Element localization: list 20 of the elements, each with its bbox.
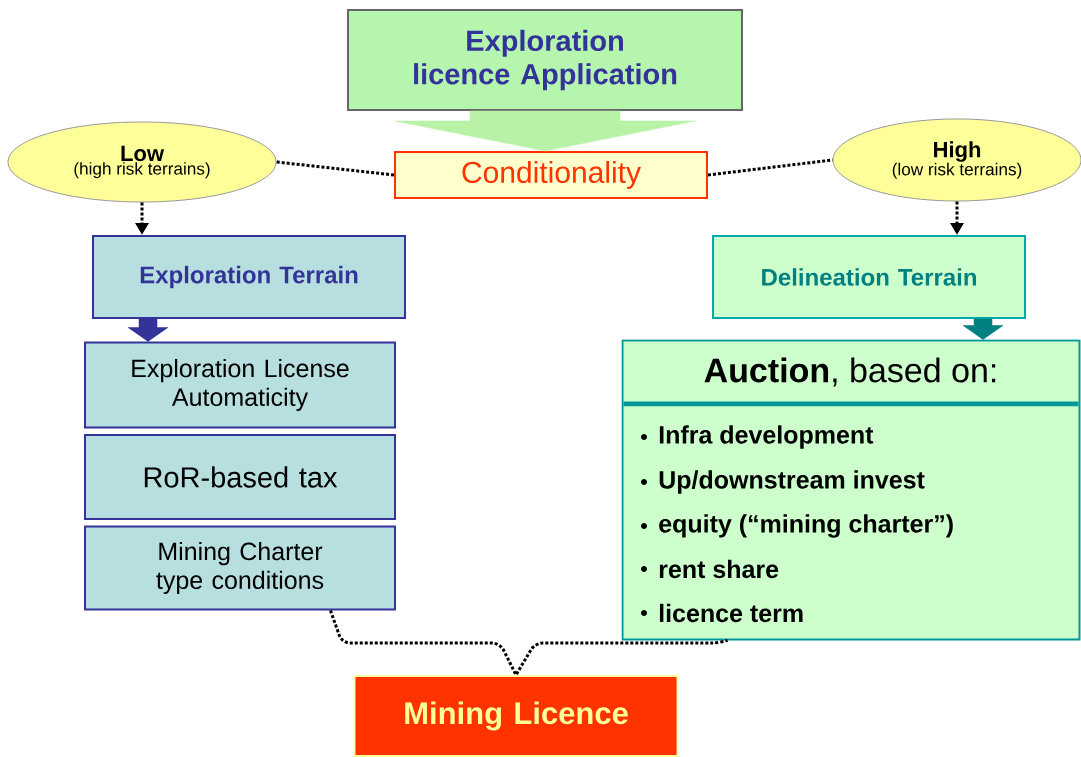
policy-box: RoR-based tax bbox=[84, 434, 396, 520]
dotted-line bbox=[329, 610, 518, 676]
bullet-item: Infra development bbox=[641, 425, 874, 449]
policy-box: Mining Charter type conditions bbox=[84, 525, 396, 611]
block-arrow bbox=[127, 318, 169, 342]
terrain-box: Delineation Terrain bbox=[712, 235, 1026, 319]
block-arrow bbox=[394, 110, 696, 152]
block-arrow bbox=[962, 318, 1004, 340]
dotted-line bbox=[276, 160, 395, 177]
terrain-box: Exploration Terrain bbox=[92, 235, 406, 319]
bullet-item: rent share bbox=[641, 559, 779, 579]
licence-box: Mining Licence bbox=[353, 675, 679, 757]
dotted-line bbox=[707, 158, 833, 177]
process-box: Exploration licence Application bbox=[347, 9, 743, 111]
bullet-item: Up/downstream invest bbox=[641, 470, 925, 494]
bullet-item: licence term bbox=[641, 603, 803, 623]
policy-box: Exploration License Automaticity bbox=[84, 341, 396, 429]
condition-box: Conditionality bbox=[394, 151, 708, 199]
bullet-item: equity (“mining charter”) bbox=[641, 514, 953, 538]
box-heading: Auction, based on: bbox=[704, 357, 996, 387]
